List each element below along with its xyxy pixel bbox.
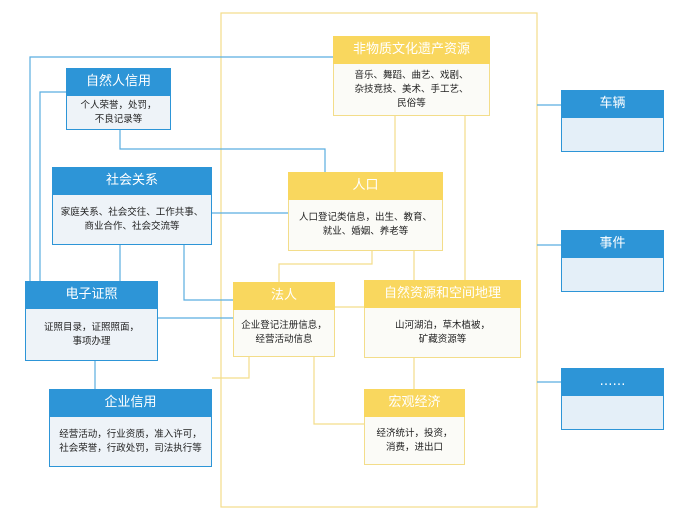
central-frame: [220, 12, 538, 508]
node-personal-credit-body: 个人荣誉，处罚， 不良记录等: [66, 96, 171, 130]
node-enterprise-credit-body: 经营活动，行业资质，准入许可， 社会荣誉，行政处罚，司法执行等: [49, 417, 212, 467]
line-social-to-legal: [183, 245, 233, 301]
node-enterprise-credit: 企业信用 经营活动，行业资质，准入许可， 社会荣誉，行政处罚，司法执行等: [49, 389, 212, 467]
node-intangible-heritage-title: 非物质文化遗产资源: [333, 36, 490, 64]
node-vehicles-body: [561, 118, 664, 152]
node-events-body: [561, 258, 664, 292]
node-legal-person: 法人 企业登记注册信息， 经营活动信息: [233, 282, 335, 357]
node-social-relations-title: 社会关系: [52, 167, 212, 195]
node-natural-resources-body: 山河湖泊，草木植被， 矿藏资源等: [364, 308, 521, 358]
node-intangible-heritage: 非物质文化遗产资源 音乐、舞蹈、曲艺、戏剧、 杂技竞技、美术、手工艺、 民俗等: [333, 36, 490, 116]
node-population: 人口 人口登记类信息，出生、教育、 就业、婚姻、养老等: [288, 172, 443, 251]
node-e-license-body: 证照目录，证照照面， 事项办理: [25, 309, 158, 361]
node-events-title: 事件: [561, 230, 664, 258]
node-more-body: [561, 396, 664, 430]
node-personal-credit-title: 自然人信用: [66, 68, 171, 96]
node-natural-resources-title: 自然资源和空间地理: [364, 280, 521, 308]
node-macro-economy-body: 经济统计，投资， 消费，进出口: [364, 417, 465, 465]
node-events: 事件: [561, 230, 664, 292]
line-legal-to-macro: [313, 357, 364, 425]
node-social-relations: 社会关系 家庭关系、社会交往、工作共事、 商业合作、社会交流等: [52, 167, 212, 245]
node-social-relations-body: 家庭关系、社会交往、工作共事、 商业合作、社会交流等: [52, 195, 212, 245]
node-more: ……: [561, 368, 664, 430]
node-legal-person-body: 企业登记注册信息， 经营活动信息: [233, 310, 335, 357]
line-legal-to-enterprise: [212, 357, 250, 379]
node-e-license: 电子证照 证照目录，证照照面， 事项办理: [25, 281, 158, 361]
line-personal-to-license: [39, 91, 66, 281]
node-personal-credit: 自然人信用 个人荣誉，处罚， 不良记录等: [66, 68, 171, 130]
node-enterprise-credit-title: 企业信用: [49, 389, 212, 417]
node-more-title: ……: [561, 368, 664, 396]
line-personal-to-population: [119, 129, 326, 172]
node-macro-economy-title: 宏观经济: [364, 389, 465, 417]
node-e-license-title: 电子证照: [25, 281, 158, 309]
line-population-to-legal: [278, 251, 373, 282]
node-intangible-heritage-body: 音乐、舞蹈、曲艺、戏剧、 杂技竞技、美术、手工艺、 民俗等: [333, 64, 490, 116]
node-population-body: 人口登记类信息，出生、教育、 就业、婚姻、养老等: [288, 200, 443, 251]
node-macro-economy: 宏观经济 经济统计，投资， 消费，进出口: [364, 389, 465, 465]
node-vehicles: 车辆: [561, 90, 664, 152]
node-natural-resources: 自然资源和空间地理 山河湖泊，草木植被， 矿藏资源等: [364, 280, 521, 358]
node-legal-person-title: 法人: [233, 282, 335, 310]
node-vehicles-title: 车辆: [561, 90, 664, 118]
node-population-title: 人口: [288, 172, 443, 200]
line-heritage-to-license: [29, 56, 334, 281]
